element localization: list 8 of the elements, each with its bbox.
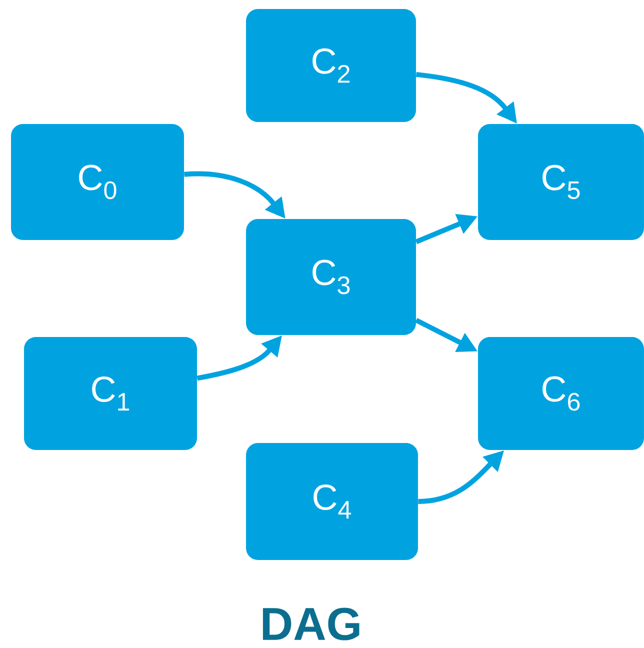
process-box: C$_{5}$	[478, 124, 644, 240]
process-box: C$_{3}$	[246, 219, 416, 335]
process-box: C$_{2}$	[246, 9, 416, 122]
caption: DAG	[262, 608, 360, 640]
process-box: C$_{4}$	[246, 443, 418, 560]
process-box: C$_{0}$	[11, 124, 184, 240]
process-box: C$_{6}$	[478, 337, 644, 450]
process-box: C$_{1}$	[24, 337, 197, 450]
